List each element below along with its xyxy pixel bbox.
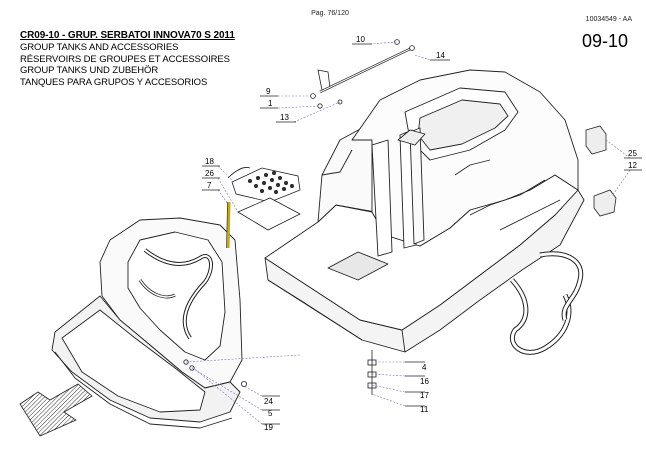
- callout-13: 13: [280, 113, 289, 122]
- callout-19: 19: [264, 423, 273, 432]
- callout-26: 26: [205, 169, 214, 178]
- callout-18: 18: [205, 157, 214, 166]
- title-english: GROUP TANKS AND ACCESSORIES: [20, 42, 179, 53]
- callout-25: 25: [628, 149, 637, 158]
- leader-lines: [185, 41, 631, 425]
- main-tank-body: [264, 69, 585, 355]
- document-code: 10034549 - AA: [585, 16, 632, 23]
- direction-arrow: [19, 383, 93, 437]
- callout-12: 12: [628, 161, 637, 170]
- callout-14: 14: [436, 51, 445, 60]
- callout-24: 24: [264, 397, 273, 406]
- part-7-seal-strip: [226, 201, 231, 249]
- page-title: CR09-10 - GRUP. SERBATOI INNOVA70 S 2011: [20, 30, 235, 41]
- title-german: GROUP TANKS UND ZUBEHÖR: [20, 65, 159, 76]
- callout-11: 11: [420, 405, 429, 414]
- screws-9-1-13: [310, 93, 343, 109]
- callout-10: 10: [356, 35, 365, 44]
- part-25-hinge: [585, 125, 617, 217]
- title-french: RÉSERVOIRS DE GROUPES ET ACCESSOIRES: [20, 53, 230, 65]
- callout-5: 5: [268, 409, 273, 418]
- part-16-17-11-screws: [367, 350, 377, 395]
- seat-backrest-part: [51, 217, 243, 429]
- callout-9: 9: [266, 87, 271, 96]
- title-spanish: TANQUES PARA GRUPOS Y ACCESORIOS: [20, 76, 208, 88]
- part-18-grid-plate: [227, 167, 301, 203]
- title-block: CR09-10 - GRUP. SERBATOI INNOVA70 S 2011…: [20, 30, 235, 88]
- section-code: 09-10: [581, 31, 628, 51]
- callout-17: 17: [420, 391, 429, 400]
- part-26-flat-pad: [237, 197, 301, 231]
- callout-numbers: 10 14 9 1 13 18 26 7 25 12 4 16 17 11 24…: [205, 35, 637, 432]
- part-5-19-screws: [183, 359, 247, 387]
- callout-7: 7: [207, 181, 212, 190]
- callout-4: 4: [422, 363, 427, 372]
- page-number: Pag. 76/120: [311, 10, 349, 17]
- callout-1: 1: [268, 99, 273, 108]
- callout-16: 16: [420, 377, 429, 386]
